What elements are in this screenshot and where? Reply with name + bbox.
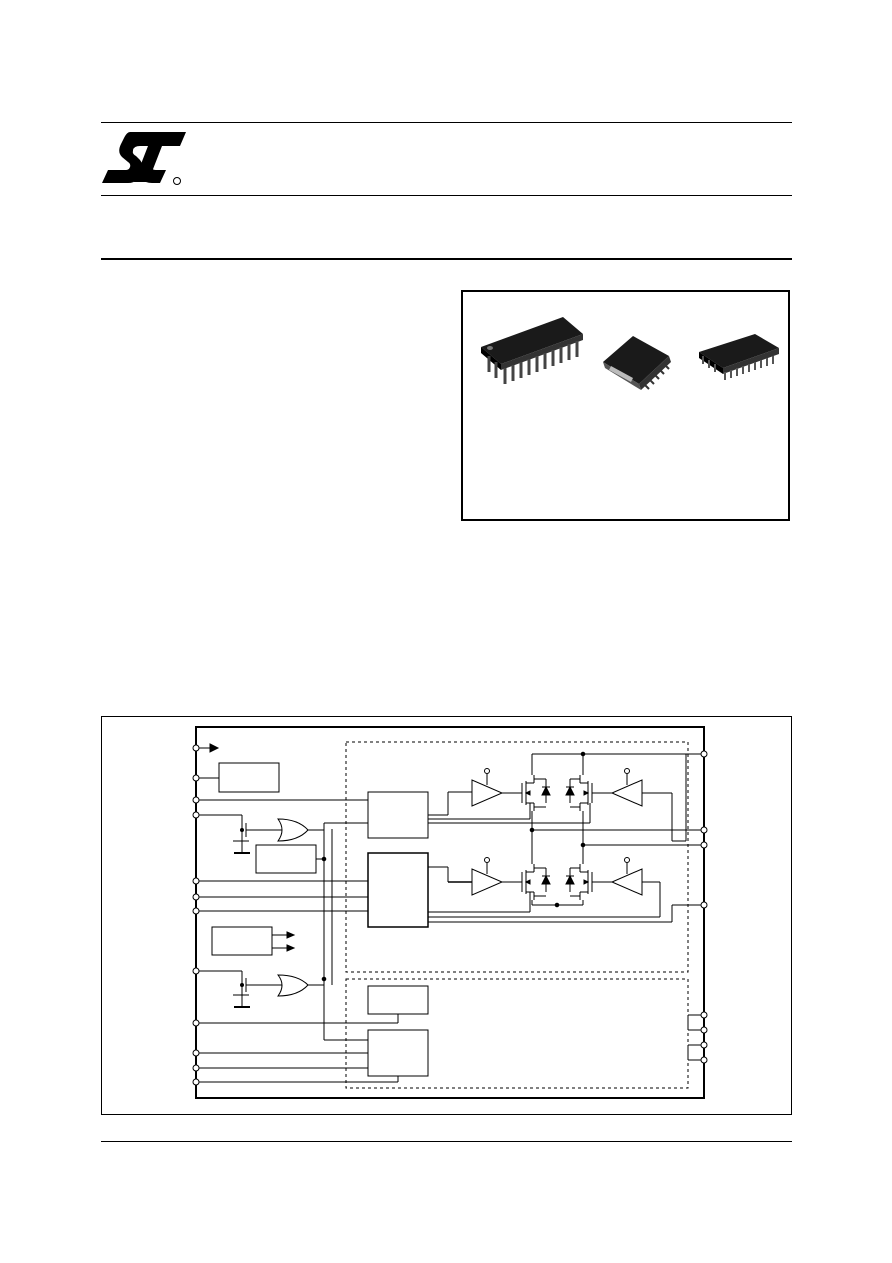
logic-region (345, 978, 689, 1089)
enable-transistor-b (199, 970, 258, 1008)
gate-logic-block-a (367, 791, 429, 839)
regulator-block-icon (218, 762, 280, 793)
diode-icon (534, 778, 551, 808)
header-top-rule (101, 122, 792, 123)
footer-rule (101, 1141, 792, 1142)
block-diagram (192, 726, 708, 1099)
registered-mark-icon (173, 177, 181, 185)
left-pins (192, 774, 200, 1086)
powerso-package-icon (603, 336, 671, 390)
buffer-icon (471, 768, 522, 807)
gate-logic-block-c (367, 985, 429, 1015)
gate-logic-block-d (367, 1029, 429, 1077)
bridge-region (345, 741, 689, 973)
block-diagram-box (101, 716, 792, 1115)
buffer-icon-ll (471, 857, 522, 896)
diode-icon-ur (565, 778, 580, 808)
buffer-icon-ur (592, 768, 673, 841)
or-gate-icon (258, 818, 368, 842)
enable-transistor-a (199, 814, 258, 854)
st-logo-t (141, 146, 166, 183)
oscillator-block (255, 844, 317, 874)
mosfet-icon-lr (579, 864, 593, 900)
header-bottom-rule (101, 258, 792, 260)
right-pins (700, 750, 708, 1064)
dip-package-icon (481, 317, 583, 384)
supply-pin-icon (192, 743, 220, 753)
or-gate-icon-b (258, 974, 324, 997)
st-logo-s (102, 132, 186, 183)
mosfet-icon-ur (579, 775, 593, 823)
so-package-icon (699, 334, 779, 380)
mosfet-icon-ll (521, 864, 535, 912)
diode-icon-ll (534, 867, 551, 897)
diode-icon-lr (565, 867, 580, 897)
st-logo-icon: ST (102, 132, 186, 185)
mosfet-icon (521, 775, 535, 819)
package-illustration-box (461, 290, 790, 521)
buffer-icon-lr (592, 857, 661, 917)
reference-block (211, 926, 273, 956)
header-mid-rule (101, 195, 792, 196)
gate-logic-block-b (367, 852, 429, 928)
